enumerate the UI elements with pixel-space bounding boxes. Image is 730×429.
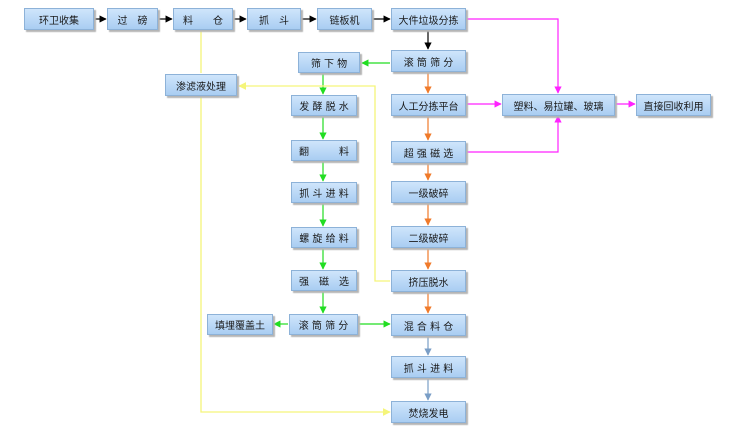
- node-sanitation: 环卫收集: [24, 8, 94, 30]
- node-press-dewater: 挤压脱水: [391, 270, 466, 292]
- node-grab-feed-2: 抓 斗 进 料: [391, 356, 466, 378]
- node-direct-reuse: 直接回收利用: [636, 94, 711, 116]
- node-weigh: 过 磅: [107, 8, 158, 30]
- node-drum-screen-1: 滚 筒 筛 分: [391, 50, 466, 72]
- node-landfill-cover: 填埋覆盖土: [207, 314, 273, 335]
- node-incineration-power: 焚烧发电: [391, 401, 466, 423]
- node-crush-1: 一级破碎: [391, 181, 466, 203]
- node-crush-2: 二级破碎: [391, 226, 466, 248]
- node-bin: 料 仓: [173, 8, 233, 30]
- node-grab-feed-1: 抓 斗 进 料: [291, 182, 357, 203]
- node-mixed-bin: 混 合 料 仓: [391, 314, 466, 336]
- node-manual-sort: 人工分拣平台: [391, 94, 466, 116]
- node-grab: 抓 斗: [247, 8, 301, 30]
- node-bulky-sort: 大件垃圾分拣: [391, 8, 466, 30]
- node-ferment: 发 酵 脱 水: [291, 95, 357, 116]
- arrow-press-leachate: [238, 82, 390, 282]
- node-plastic-can-glass: 塑料、易拉罐、玻璃: [502, 94, 615, 116]
- node-magnetic-sep-2: 强 磁 选: [291, 270, 357, 291]
- arrow-magnet1-plastic: [466, 115, 562, 153]
- node-drum-screen-2: 滚 筒 筛 分: [289, 314, 358, 335]
- arrow-bulky-plastic: [466, 18, 562, 94]
- node-turn: 翻 料: [291, 140, 357, 161]
- arrow-leachate-power: [200, 97, 391, 416]
- node-leachate: 渗滤液处理: [165, 74, 237, 96]
- node-screw-feed: 螺 旋 给 料: [291, 227, 357, 248]
- node-conveyor: 链板机: [317, 8, 372, 30]
- node-undersize: 筛 下 物: [298, 52, 360, 73]
- node-magnetic-sep-1: 超 强 磁 选: [391, 141, 466, 163]
